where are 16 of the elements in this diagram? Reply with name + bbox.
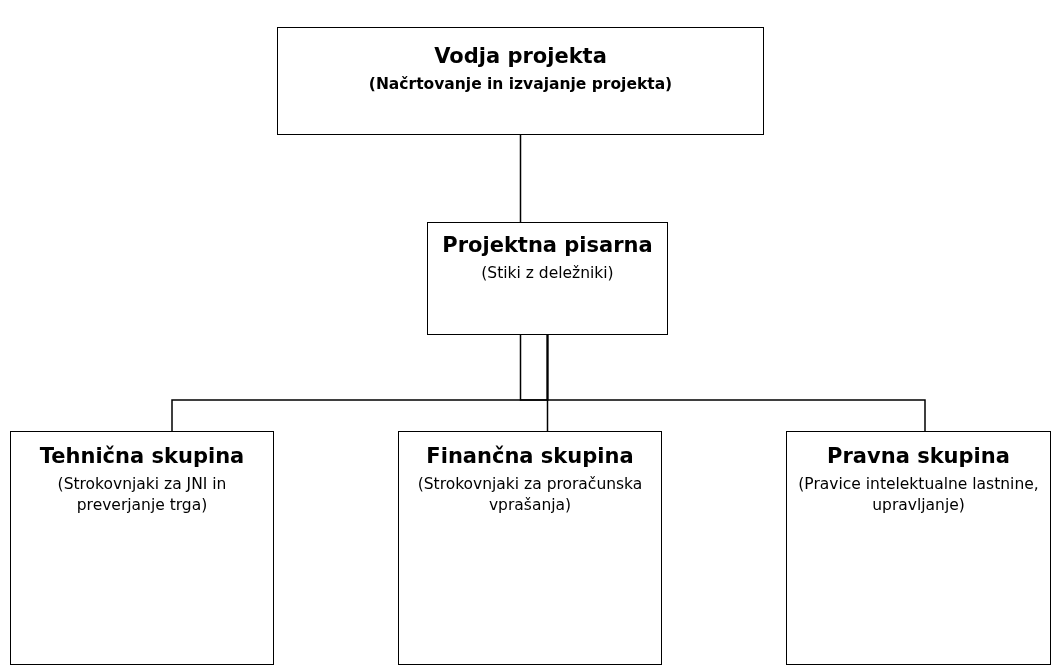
box-description: (Stiki z deležniki) xyxy=(481,263,614,284)
box-title: Vodja projekta xyxy=(434,44,607,68)
connector-line xyxy=(546,334,926,432)
box-description: (Strokovnjaki za proračunska vprašanja) xyxy=(416,474,644,516)
org-box xyxy=(10,431,274,665)
box-description: (Načrtovanje in izvajanje projekta) xyxy=(368,74,673,95)
box-title: Tehnična skupina xyxy=(39,444,245,468)
box-title: Finančna skupina xyxy=(426,444,634,468)
org-box xyxy=(277,27,764,135)
box-title: Projektna pisarna xyxy=(442,233,653,257)
org-box xyxy=(786,431,1051,665)
org-box xyxy=(427,222,668,335)
box-description: (Strokovnjaki za JNI in preverjanje trga) xyxy=(56,474,228,516)
box-title: Pravna skupina xyxy=(827,444,1010,468)
box-description: (Pravice intelektualne lastnine, upravljanje) xyxy=(798,474,1039,516)
org-box xyxy=(398,431,662,665)
